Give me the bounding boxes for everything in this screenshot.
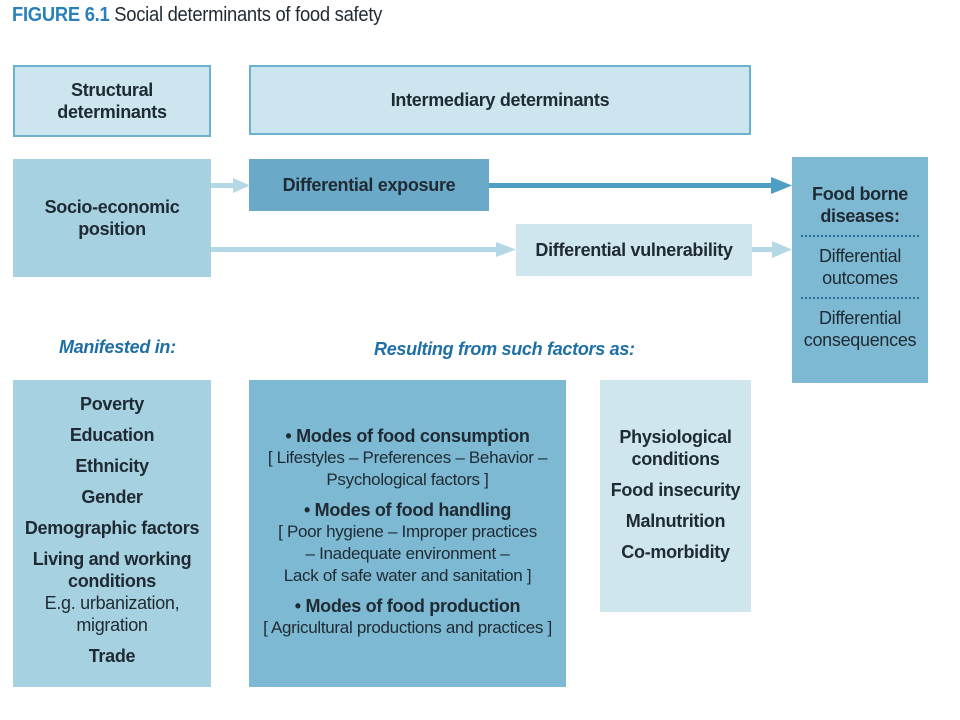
factors-box: • Modes of food consumption [ Lifestyles… — [249, 380, 566, 687]
food-borne-heading-line2: diseases: — [820, 206, 900, 226]
item-education: Education — [69, 425, 155, 445]
arrow-socio-to-vulnerability — [211, 242, 516, 257]
figure-title: FIGURE 6.1 Social determinants of food s… — [12, 4, 382, 27]
physiological-line1: Physiological — [619, 427, 732, 447]
figure-caption: Social determinants of food safety — [114, 4, 383, 26]
consequences-line1: Differential — [818, 308, 902, 328]
living-line1: Living and working — [32, 549, 192, 569]
differential-outcomes: Differential outcomes — [792, 245, 928, 289]
living-example-line1: E.g. urbanization, — [44, 593, 180, 613]
structural-header-line1: Structural — [70, 80, 154, 100]
item-gender: Gender — [81, 487, 143, 507]
item-living-working: Living and working conditions E.g. urban… — [33, 548, 192, 636]
structural-determinants-header: Structural determinants — [13, 65, 211, 137]
differential-vulnerability-label: Differential vulnerability — [535, 240, 733, 260]
differential-exposure-label: Differential exposure — [282, 175, 456, 195]
living-line2: conditions — [67, 571, 156, 591]
item-ethnicity: Ethnicity — [75, 456, 149, 476]
arrow-vulnerability-to-food-borne — [752, 241, 792, 258]
food-borne-heading-line1: Food borne — [812, 184, 908, 204]
item-trade: Trade — [88, 646, 136, 666]
arrow-socio-to-exposure — [211, 178, 250, 193]
production-detail-line1: [ Agricultural productions and practices… — [263, 618, 552, 637]
manifested-in-box: Poverty Education Ethnicity Gender Demog… — [13, 380, 211, 687]
item-demographic-factors: Demographic factors — [24, 518, 200, 538]
handling-title: • Modes of food handling — [303, 500, 512, 520]
item-malnutrition: Malnutrition — [625, 511, 726, 531]
differential-exposure-box: Differential exposure — [249, 159, 489, 211]
dotted-divider — [801, 235, 919, 237]
socio-economic-line2: position — [78, 219, 146, 239]
food-borne-heading: Food borne diseases: — [792, 183, 928, 227]
intermediary-determinants-header: Intermediary determinants — [249, 65, 751, 135]
living-example-line2: migration — [76, 615, 148, 635]
food-borne-diseases-box: Food borne diseases: Differential outcom… — [792, 157, 928, 383]
socio-economic-line1: Socio-economic — [44, 197, 180, 217]
production-block: • Modes of food production [ Agricultura… — [263, 595, 552, 639]
production-title: • Modes of food production — [294, 596, 521, 616]
item-co-morbidity: Co-morbidity — [621, 542, 730, 562]
item-physiological-conditions: Physiological conditions — [619, 426, 731, 470]
handling-detail-line1: [ Poor hygiene – Improper practices — [278, 522, 537, 541]
physiological-line2: conditions — [631, 449, 720, 469]
socio-economic-position-box: Socio-economic position — [13, 159, 211, 277]
handling-detail-line3: Lack of safe water and sanitation ] — [283, 566, 532, 585]
conditions-box: Physiological conditions Food insecurity… — [600, 380, 751, 612]
handling-detail-line2: – Inadequate environment – — [305, 544, 510, 563]
differential-vulnerability-box: Differential vulnerability — [516, 224, 752, 276]
intermediary-header-label: Intermediary determinants — [390, 90, 610, 110]
structural-header-line2: determinants — [57, 102, 167, 122]
consumption-block: • Modes of food consumption [ Lifestyles… — [267, 425, 548, 491]
dotted-divider — [801, 297, 919, 299]
differential-consequences: Differential consequences — [792, 307, 928, 351]
arrow-exposure-to-food-borne — [489, 177, 792, 194]
consumption-detail-line2: Psychological factors ] — [326, 470, 489, 489]
resulting-from-label: Resulting from such factors as: — [374, 339, 635, 359]
figure-number: FIGURE 6.1 — [12, 4, 110, 26]
consumption-title: • Modes of food consumption — [285, 426, 530, 446]
handling-block: • Modes of food handling [ Poor hygiene … — [278, 499, 537, 587]
consumption-detail-line1: [ Lifestyles – Preferences – Behavior – — [267, 448, 548, 467]
item-poverty: Poverty — [80, 394, 144, 414]
manifested-in-label: Manifested in: — [59, 337, 176, 357]
outcomes-line2: outcomes — [822, 268, 898, 288]
outcomes-line1: Differential — [818, 246, 902, 266]
item-food-insecurity: Food insecurity — [610, 480, 741, 500]
consequences-line2: consequences — [803, 330, 917, 350]
